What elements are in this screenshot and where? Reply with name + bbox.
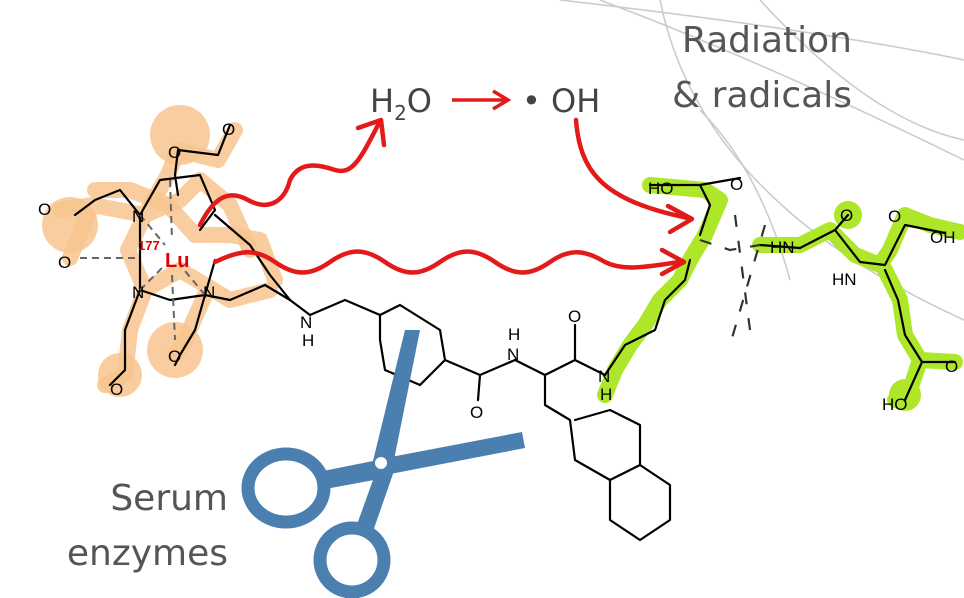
damage-arrows [197,117,695,277]
radiation-label-line2: & radicals [672,75,852,116]
scissor-shank [355,455,395,540]
atom-n: N [300,313,312,332]
atom-ho: HO [882,395,908,414]
water-h: H2O [370,82,432,125]
cleavage-marks [699,214,767,346]
arrowhead-icon [659,247,687,277]
target-bonds [603,176,957,402]
atom-o: O [888,207,901,226]
target-atoms: HO O HN O HN O OH O HO [648,175,958,414]
radiation-arc-3 [699,109,791,281]
atom-o: O [222,120,235,139]
scissor-blade-upper [372,330,420,470]
target-highlight [597,177,964,411]
serum-label-line1: Serum [110,478,228,519]
atom-h: H [302,331,314,350]
lu-metal: Lu [165,250,189,272]
atom-n: N [132,283,144,302]
target-blob-ho [889,379,921,411]
wavy-arrow-icon [197,122,381,228]
atom-o: O [470,403,483,422]
chelator-bonds [73,123,292,387]
atom-o: O [840,206,853,225]
atom-o: O [168,143,181,162]
scissor-ring-bottom [313,521,391,598]
annotation-labels: Radiation & radicals Serum enzymes [67,20,852,574]
atom-n: N [203,283,215,302]
atom-o: O [58,253,71,272]
arrowhead-icon [355,117,387,148]
atom-n: N [507,345,519,364]
radiation-arc-4 [759,0,964,141]
atom-hn: HN [832,270,857,289]
atom-h: H [508,325,520,344]
scissors-icon [241,330,525,598]
atom-oh: OH [930,228,956,247]
atom-o: O [38,200,51,219]
atom-o: O [945,357,958,376]
scissor-pivot [375,457,387,469]
linker-bonds [288,298,672,542]
radical-attack-arrow [573,117,691,221]
radiolysis-reaction: H2O • OH [370,82,600,125]
atom-hn: HN [770,238,795,257]
scissor-blade-right [375,432,525,475]
atom-o: O [568,307,581,326]
arrowhead-icon [665,203,695,235]
hydroxyl-radical: • OH [522,82,600,120]
atom-o: O [110,380,123,399]
radiation-arc-2 [599,0,964,161]
linker-atoms: N H O H N O N H [300,307,612,422]
atom-n: N [132,207,144,226]
scissor-shank-left [318,460,385,490]
lu-isotope: 177 [138,238,160,253]
atom-ho: HO [648,179,674,198]
serum-label-line2: enzymes [67,533,228,574]
wavy-arrow-icon [212,249,683,275]
radiation-arc-5 [559,0,964,61]
atom-o: O [168,347,181,366]
atom-n: N [598,367,610,386]
atom-o: O [730,175,743,194]
scissor-ring-left [241,447,331,529]
radiation-label-line1: Radiation [682,20,852,61]
atom-h: H [600,385,612,404]
reaction-arrowhead-icon [492,89,512,111]
chelator-atoms: O O O O O O N N N 177 Lu [38,120,235,399]
